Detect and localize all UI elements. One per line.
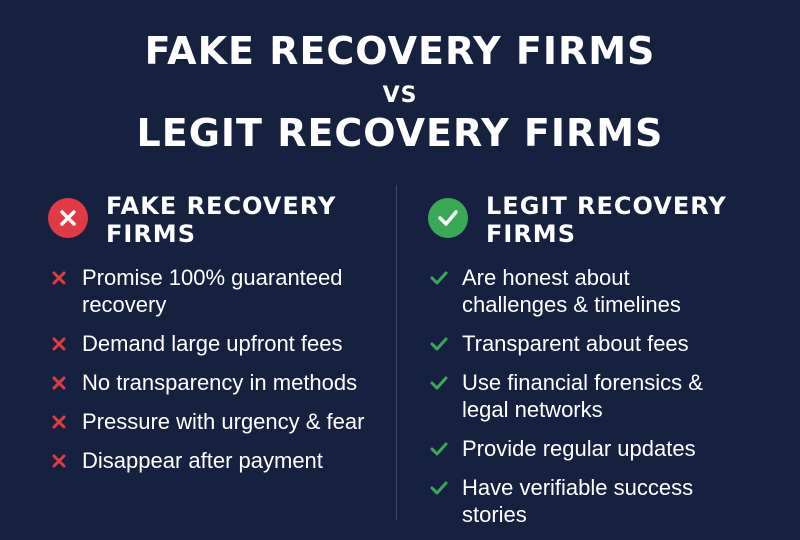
fake-firms-header: FAKE RECOVERY FIRMS bbox=[48, 192, 388, 248]
x-mark-icon bbox=[48, 369, 70, 396]
check-mark-icon bbox=[428, 474, 450, 501]
list-item-text: Are honest about challenges & timelines bbox=[462, 265, 681, 317]
title-line-2: LEGIT RECOVERY FIRMS bbox=[136, 111, 664, 155]
check-mark-icon bbox=[428, 330, 450, 357]
list-item: Are honest about challenges & timelines bbox=[428, 264, 788, 318]
legit-firms-column: LEGIT RECOVERY FIRMS Are honest about ch… bbox=[428, 192, 788, 540]
list-item-text: Disappear after payment bbox=[82, 448, 323, 473]
list-item-text: Provide regular updates bbox=[462, 436, 696, 461]
fake-firms-heading: FAKE RECOVERY FIRMS bbox=[106, 192, 337, 248]
list-item: Have verifiable success stories bbox=[428, 474, 788, 528]
list-item-text: Use financial forensics & legal networks bbox=[462, 370, 703, 422]
title-line-1: FAKE RECOVERY FIRMS bbox=[144, 29, 656, 73]
list-item-text: Pressure with urgency & fear bbox=[82, 409, 365, 434]
list-item: Pressure with urgency & fear bbox=[48, 408, 388, 435]
legit-firms-list: Are honest about challenges & timelines … bbox=[428, 264, 788, 528]
list-item: No transparency in methods bbox=[48, 369, 388, 396]
list-item: Use financial forensics & legal networks bbox=[428, 369, 788, 423]
check-mark-icon bbox=[428, 264, 450, 291]
x-mark-icon bbox=[48, 264, 70, 291]
check-mark-icon bbox=[428, 435, 450, 462]
legit-firms-heading: LEGIT RECOVERY FIRMS bbox=[486, 192, 727, 248]
list-item-text: Promise 100% guaranteed recovery bbox=[82, 265, 343, 317]
list-item: Provide regular updates bbox=[428, 435, 788, 462]
legit-firms-header: LEGIT RECOVERY FIRMS bbox=[428, 192, 788, 248]
list-item: Disappear after payment bbox=[48, 447, 388, 474]
list-item: Promise 100% guaranteed recovery bbox=[48, 264, 388, 318]
list-item-text: Have verifiable success stories bbox=[462, 475, 694, 527]
check-mark-icon bbox=[428, 369, 450, 396]
x-mark-icon bbox=[48, 408, 70, 435]
x-circle-icon bbox=[48, 198, 88, 238]
check-circle-icon bbox=[428, 198, 468, 238]
column-divider bbox=[396, 185, 397, 520]
list-item: Demand large upfront fees bbox=[48, 330, 388, 357]
x-mark-icon bbox=[48, 447, 70, 474]
x-mark-icon bbox=[48, 330, 70, 357]
list-item-text: Transparent about fees bbox=[462, 331, 689, 356]
fake-firms-list: Promise 100% guaranteed recovery Demand … bbox=[48, 264, 388, 474]
list-item: Transparent about fees bbox=[428, 330, 788, 357]
list-item-text: Demand large upfront fees bbox=[82, 331, 343, 356]
list-item-text: No transparency in methods bbox=[82, 370, 358, 395]
title-vs: VS bbox=[382, 83, 418, 108]
fake-firms-column: FAKE RECOVERY FIRMS Promise 100% guarant… bbox=[48, 192, 388, 486]
